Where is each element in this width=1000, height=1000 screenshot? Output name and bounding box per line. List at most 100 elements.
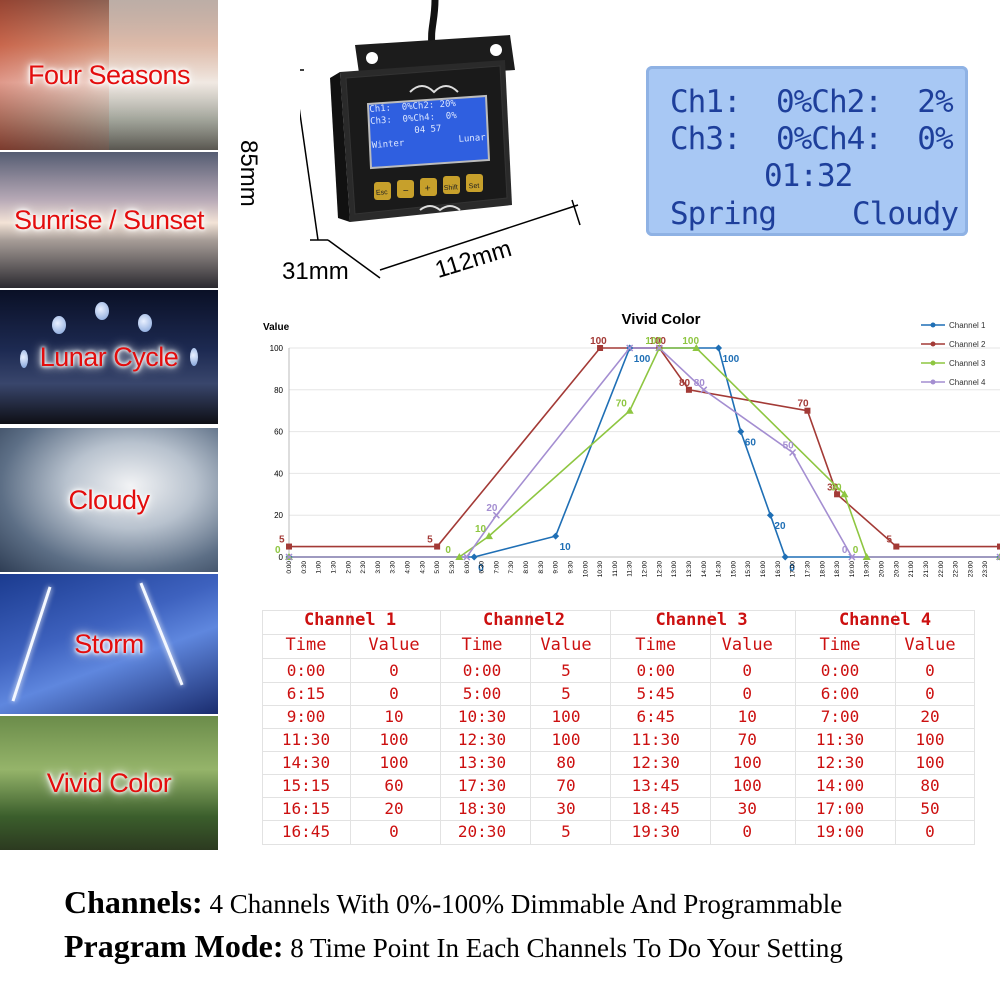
time-cell: 20:30 — [457, 822, 507, 841]
time-column-header: Time — [819, 635, 861, 655]
plus-button[interactable] — [420, 178, 437, 196]
data-point-stroke — [285, 553, 293, 561]
value-cell: 80 — [556, 753, 576, 772]
value-cell: 60 — [384, 776, 404, 795]
data-label: 100 — [723, 354, 740, 365]
data-label: 5 — [279, 535, 285, 546]
x-tick-label: 17:00 — [790, 561, 797, 578]
value-cell: 0 — [925, 684, 935, 703]
time-cell: 11:30 — [815, 730, 865, 749]
data-point — [781, 553, 789, 561]
lcd-time: 01:32 — [764, 158, 853, 194]
chart-y-axis-label: Value — [263, 322, 290, 333]
data-point — [848, 553, 856, 561]
value-cell: 100 — [379, 730, 409, 749]
y-tick-label: 80 — [274, 386, 283, 395]
data-label: 0 — [478, 563, 484, 574]
value-cell: 10 — [384, 707, 404, 726]
y-tick-label: 20 — [274, 511, 283, 520]
data-point — [804, 407, 811, 414]
value-column-header: Value — [540, 635, 592, 655]
x-tick-label: 17:30 — [804, 561, 811, 578]
channels-text: 4 Channels With 0%-100% Dimmable And Pro… — [202, 889, 843, 919]
data-label: 10 — [560, 542, 572, 553]
mode-tile-four-seasons: Four Seasons — [0, 0, 218, 150]
data-label: 30 — [827, 482, 839, 493]
x-tick-label: 18:30 — [834, 561, 841, 578]
data-point-stroke — [996, 555, 1000, 561]
value-cell: 100 — [551, 730, 581, 749]
data-label: 60 — [745, 438, 757, 449]
table-grid-line — [795, 610, 796, 845]
x-tick-label: 11:00 — [612, 561, 619, 577]
minus-button[interactable] — [397, 180, 414, 198]
data-label: 100 — [645, 336, 662, 347]
esc-button[interactable] — [374, 182, 391, 200]
time-cell: 6:45 — [636, 707, 676, 726]
data-point — [700, 386, 708, 394]
value-cell: 100 — [915, 730, 945, 749]
controller-device-illustration — [300, 0, 581, 279]
data-point — [862, 553, 871, 560]
x-tick-label: 2:30 — [360, 561, 367, 574]
x-tick-label: 8:00 — [523, 561, 530, 574]
data-point — [766, 511, 774, 519]
legend-label: Channel 2 — [949, 340, 986, 349]
data-label: 100 — [634, 354, 651, 365]
x-tick-label: 6:00 — [464, 561, 471, 574]
value-column-header: Value — [721, 635, 773, 655]
x-tick-label: 10:30 — [597, 561, 604, 578]
x-tick-label: 16:30 — [775, 561, 782, 578]
mode-label: Four Seasons — [27, 59, 191, 90]
mode-label: Lunar Cycle — [39, 341, 179, 372]
value-column-header: Value — [368, 635, 420, 655]
lightning-icon — [11, 586, 52, 702]
mode-tile-lunar-cycle: Lunar Cycle — [0, 290, 218, 424]
table-grid-line — [262, 658, 974, 659]
y-tick-label: 40 — [274, 469, 283, 478]
x-tick-label: 20:30 — [893, 561, 900, 578]
value-cell: 30 — [737, 799, 757, 818]
set-button[interactable] — [466, 174, 483, 192]
x-tick-label: 3:30 — [390, 561, 397, 574]
data-label: 100 — [682, 336, 699, 347]
table-grid-line — [262, 682, 974, 683]
data-label: 100 — [590, 336, 607, 347]
x-tick-label: 2:00 — [345, 561, 352, 574]
legend-marker — [930, 322, 936, 328]
data-label: 50 — [783, 441, 795, 452]
data-point — [840, 490, 849, 498]
y-tick-label: 60 — [274, 428, 283, 437]
data-point — [655, 344, 663, 352]
data-point-stroke — [700, 386, 708, 394]
data-point — [470, 553, 478, 561]
x-tick-label: 15:00 — [730, 561, 737, 578]
data-label: 20 — [774, 521, 786, 532]
legend-marker — [930, 379, 936, 385]
x-tick-label: 14:00 — [701, 561, 708, 578]
value-cell: 0 — [389, 661, 399, 680]
time-cell: 7:00 — [820, 707, 860, 726]
shift-button[interactable] — [443, 176, 460, 194]
data-point — [685, 386, 692, 393]
time-cell: 0:00 — [462, 661, 502, 680]
legend-label: Channel 3 — [949, 359, 986, 368]
data-point — [492, 511, 500, 519]
